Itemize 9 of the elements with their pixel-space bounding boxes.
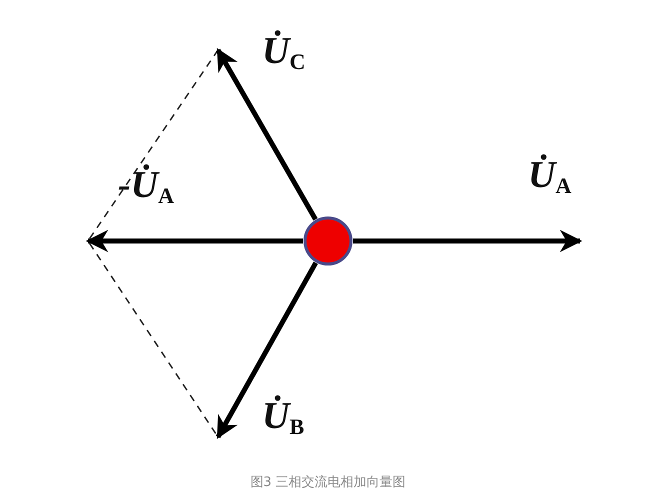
phasor-label: U̇$_{C}$ bbox=[262, 32, 306, 72]
phasor-label: U̇$_{B}$ bbox=[262, 396, 304, 438]
phasor-arrow bbox=[353, 230, 582, 252]
phasor-arrow bbox=[216, 48, 318, 221]
caption: 图3 三相交流电相加向量图 bbox=[249, 474, 407, 491]
phasor-arrow bbox=[216, 262, 318, 439]
phasor-arrow bbox=[86, 230, 303, 252]
phasor-label: -U̇$_{A}$ bbox=[118, 166, 174, 207]
phasor-label: U̇$_{A}$ bbox=[528, 156, 572, 197]
